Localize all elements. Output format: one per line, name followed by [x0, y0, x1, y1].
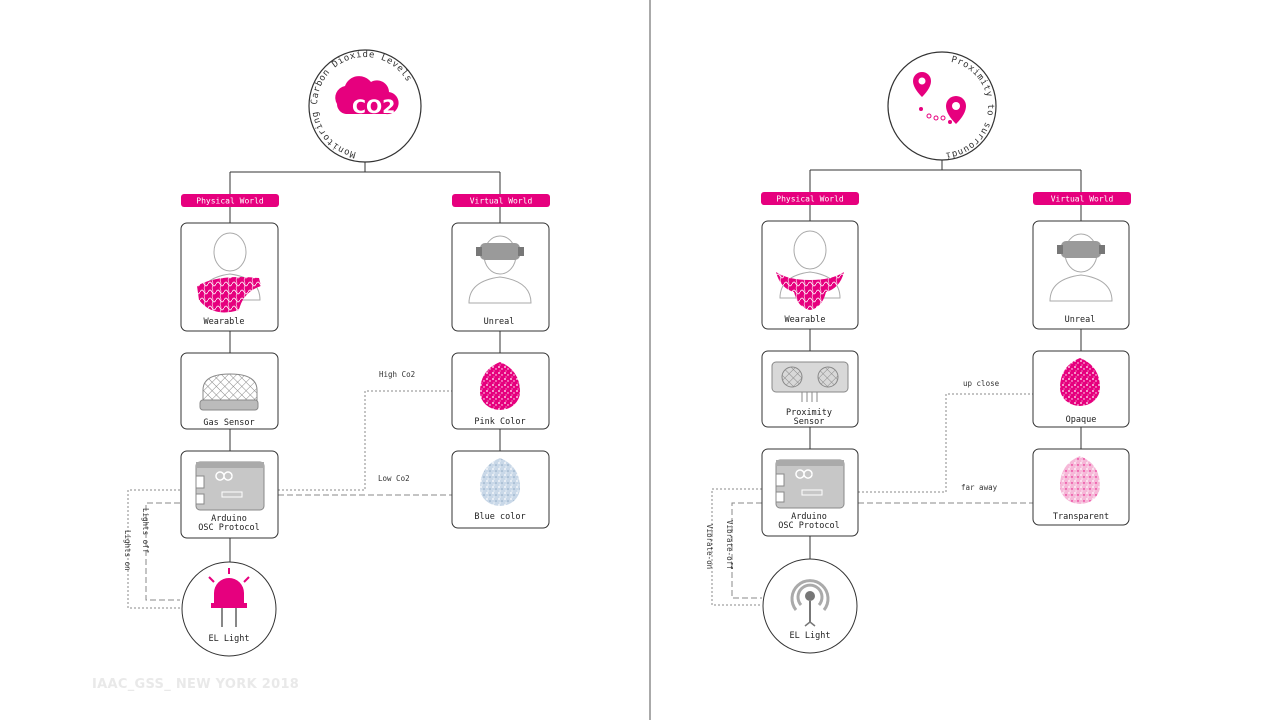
left-dashed-links: [145, 494, 452, 601]
vr-headset-person-icon: [1049, 233, 1113, 302]
right-sensor-label-2: Sensor: [794, 417, 825, 427]
lace-collar-icon: [776, 272, 844, 310]
co2-cloud-icon: CO2: [335, 76, 399, 118]
right-wearable-node: Wearable: [761, 220, 859, 330]
footer-watermark: IAAC_GSS_ NEW YORK 2018: [92, 677, 300, 692]
right-virtual-tag: Virtual World: [1033, 192, 1131, 205]
right-output-label: EL Light: [790, 631, 831, 641]
left-arduino-node: Arduino OSC Protocol: [180, 450, 279, 539]
svg-text:Virtual World: Virtual World: [470, 197, 533, 206]
left-physical-tag: Physical World: [181, 194, 279, 207]
left-dotted-links: [127, 390, 452, 609]
svg-text:CO2: CO2: [352, 96, 395, 118]
vr-headset-person-icon: [468, 235, 532, 304]
right-dotted-links: [711, 393, 1033, 606]
left-unreal-label: Unreal: [484, 317, 515, 327]
right-topic-label: Proximity to surrounding: [0, 0, 995, 160]
left-state-high-node: Pink Color: [451, 352, 550, 430]
svg-text:Physical World: Physical World: [196, 197, 264, 206]
left-virtual-tag: Virtual World: [452, 194, 550, 207]
right-sensor-node: Proximity Sensor: [761, 350, 859, 428]
transparent-egg-icon: [1060, 456, 1100, 504]
right-sensor-label-1: Proximity: [786, 408, 832, 418]
left-side-b-label: Lights on: [123, 530, 132, 571]
left-sensor-node: Gas Sensor: [180, 352, 279, 430]
left-wearable-label: Wearable: [204, 317, 245, 327]
left-arduino-label-1: Arduino: [211, 514, 247, 524]
left-unreal-node: Unreal: [451, 222, 550, 332]
right-dashed-links: [731, 502, 1033, 599]
left-arduino-label-2: OSC Protocol: [198, 523, 259, 533]
right-arduino-label-2: OSC Protocol: [778, 521, 839, 531]
right-state-low-label: Transparent: [1053, 512, 1109, 522]
left-state-high-label: Pink Color: [474, 417, 525, 427]
vibration-motor-icon: [790, 579, 830, 627]
right-arduino-label-1: Arduino: [791, 512, 827, 522]
location-pins-icon: [913, 72, 966, 124]
pink-egg-icon: [480, 362, 520, 410]
right-arduino-node: Arduino OSC Protocol: [761, 448, 859, 537]
left-sensor-label: Gas Sensor: [203, 418, 254, 428]
left-output-label: EL Light: [209, 634, 250, 644]
gas-sensor-icon: [199, 373, 259, 411]
right-side-b-label: Vibrate-on: [705, 524, 714, 569]
svg-text:Physical World: Physical World: [776, 195, 844, 204]
left-side-a-label: Lights off: [141, 508, 150, 553]
svg-text:Virtual World: Virtual World: [1051, 195, 1114, 204]
right-unreal-node: Unreal: [1032, 220, 1130, 330]
opaque-egg-icon: [1060, 358, 1100, 406]
lace-wearable-icon: [197, 277, 261, 313]
right-edge-high-label: up close: [963, 379, 1000, 388]
left-output-node: EL Light: [181, 561, 277, 657]
right-wearable-label: Wearable: [785, 315, 826, 325]
blue-egg-icon: [480, 458, 520, 506]
right-panel: Proximity to surrounding Physical World …: [0, 0, 1131, 654]
right-state-low-node: Transparent: [1032, 448, 1130, 526]
left-edge-low-label: Low Co2: [378, 474, 410, 483]
right-output-node: EL Light: [762, 558, 858, 654]
right-physical-tag: Physical World: [761, 192, 859, 205]
right-edge-low-label: far away: [961, 483, 998, 492]
right-side-a-label: Vibrate-off: [725, 520, 734, 570]
left-edge-high-label: High Co2: [379, 370, 415, 379]
led-icon: [208, 568, 250, 627]
arduino-board-icon: [195, 461, 265, 511]
right-state-high-label: Opaque: [1066, 415, 1097, 425]
right-unreal-label: Unreal: [1065, 315, 1096, 325]
arduino-board-icon: [775, 459, 845, 509]
left-panel: CO2 Monitoring Carbon Dioxide Levels Phy…: [123, 49, 550, 657]
left-state-low-node: Blue color: [451, 450, 550, 529]
right-state-high-node: Opaque: [1032, 350, 1130, 428]
ultrasonic-sensor-icon: [771, 361, 849, 402]
left-wearable-node: Wearable: [180, 222, 279, 332]
left-state-low-label: Blue color: [474, 512, 525, 522]
